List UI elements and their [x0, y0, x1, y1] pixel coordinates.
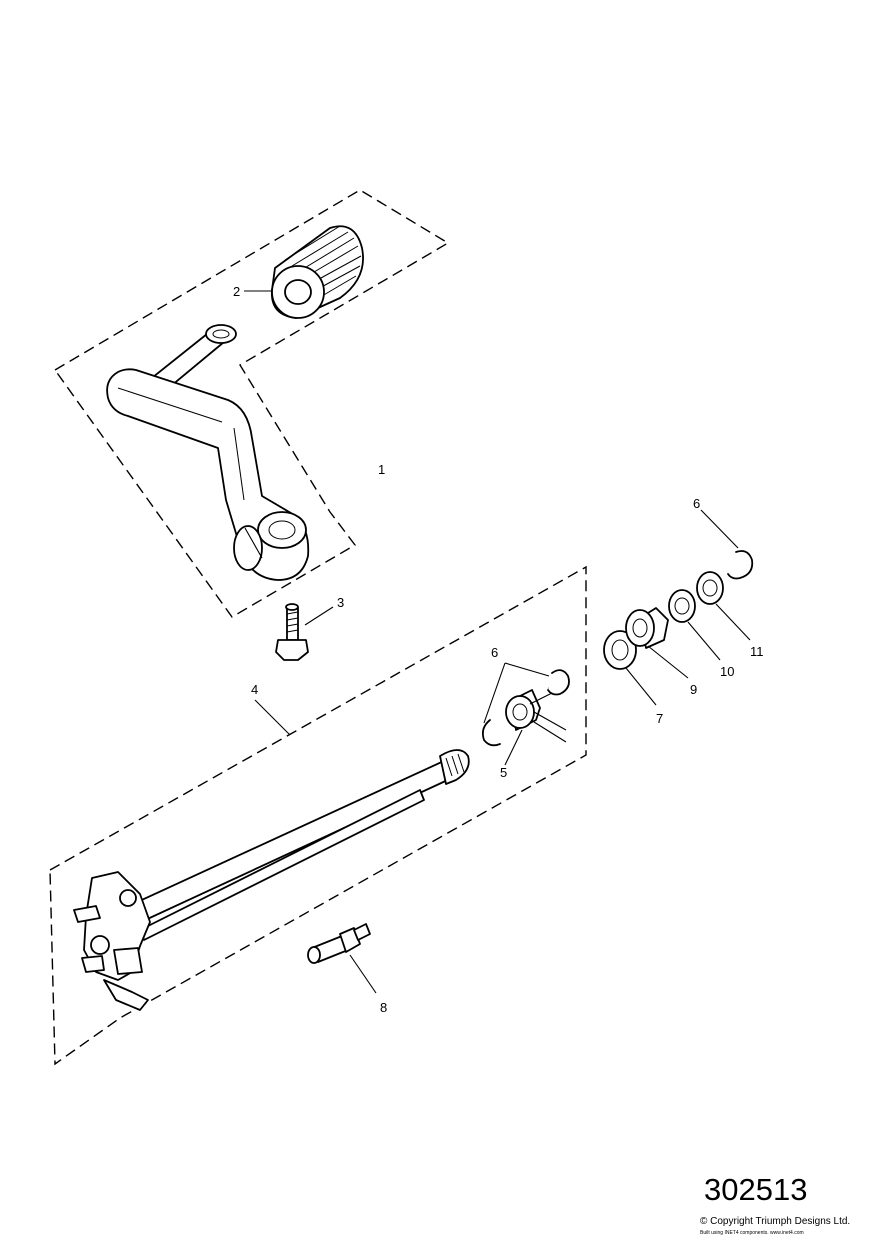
copyright-notice: © Copyright Triumph Designs Ltd.	[700, 1216, 851, 1227]
gear-change-pedal	[106, 324, 310, 581]
footrest-rubber	[271, 225, 364, 319]
selector-spring	[504, 687, 567, 766]
callout-3: 3	[337, 595, 344, 610]
washer-7	[603, 630, 657, 706]
circlip	[481, 509, 754, 747]
callout-10: 10	[720, 664, 734, 679]
callout-2: 2	[233, 284, 240, 299]
diagram-reference-number: 302513	[704, 1172, 808, 1207]
callout-6-top: 6	[693, 496, 700, 511]
stopper-stud	[307, 923, 377, 994]
washer-11	[696, 571, 751, 641]
callout-9: 9	[690, 682, 697, 697]
callout-6-mid: 6	[491, 645, 498, 660]
callout-7: 7	[656, 711, 663, 726]
built-with-notice: Built using INET4 components. www.inet4.…	[700, 1230, 804, 1236]
callout-1: 1	[378, 462, 385, 477]
callout-8: 8	[380, 1000, 387, 1015]
callout-11: 11	[750, 644, 764, 659]
selector-shaft	[73, 699, 470, 1011]
callout-5: 5	[500, 765, 507, 780]
washer-10	[668, 589, 721, 661]
pinch-bolt	[275, 603, 334, 661]
bush-9	[625, 607, 689, 679]
callout-4: 4	[251, 682, 258, 697]
group-box-gear-pedal	[53, 189, 450, 618]
group-box-selector-shaft	[49, 565, 587, 1066]
